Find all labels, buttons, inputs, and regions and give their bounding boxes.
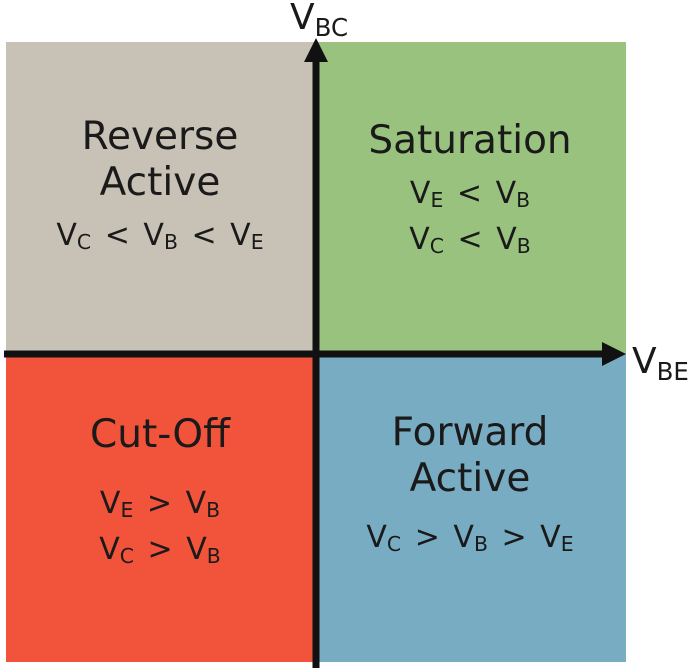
- subscript: E: [120, 498, 134, 523]
- quadrant-title: Cut-Off: [90, 412, 230, 458]
- vertical-axis-label: VBC: [290, 0, 349, 42]
- symbol: V: [409, 222, 430, 257]
- quadrant-title: Saturation: [368, 118, 571, 164]
- subscript: C: [119, 544, 134, 569]
- operator: <: [104, 218, 130, 253]
- subscript: C: [386, 532, 402, 557]
- symbol: V: [409, 176, 431, 211]
- symbol: V: [185, 486, 207, 521]
- operator: <: [456, 176, 483, 211]
- subscript: B: [163, 230, 178, 255]
- subscript: BE: [656, 356, 689, 386]
- subscript: BC: [314, 12, 349, 42]
- title-line: Active: [409, 456, 531, 501]
- operator: >: [501, 520, 527, 555]
- symbol: V: [230, 218, 251, 253]
- horizontal-axis-label: VBE: [632, 341, 689, 386]
- operator: >: [147, 532, 173, 567]
- condition: VC < VB: [409, 218, 531, 264]
- subscript: B: [206, 544, 221, 569]
- symbol: V: [453, 520, 474, 555]
- condition: VC > VB > VE: [366, 516, 573, 562]
- quadrant-reverse-active: Reverse Active VC < VB < VE: [6, 42, 314, 354]
- title-line: Active: [99, 160, 221, 205]
- subscript: B: [516, 188, 531, 213]
- subscript: B: [206, 498, 221, 523]
- symbol: V: [632, 341, 657, 382]
- symbol: V: [495, 176, 517, 211]
- operator: >: [146, 486, 173, 521]
- subscript: E: [560, 532, 574, 557]
- symbol: V: [143, 218, 164, 253]
- title-line: Forward: [391, 410, 549, 455]
- condition: VC < VB < VE: [56, 214, 263, 260]
- subscript: E: [250, 230, 264, 255]
- subscript: E: [430, 188, 444, 213]
- condition: VE < VB: [410, 172, 530, 218]
- vertical-axis-arrowhead: [304, 38, 328, 62]
- symbol: V: [290, 0, 315, 38]
- symbol: V: [540, 520, 561, 555]
- subscript: B: [473, 532, 488, 557]
- title-line: Cut-Off: [90, 412, 230, 457]
- symbol: V: [99, 532, 120, 567]
- title-line: Reverse: [81, 114, 239, 159]
- subscript: C: [76, 230, 92, 255]
- symbol: V: [496, 222, 517, 257]
- subscript: C: [429, 234, 444, 259]
- operator: <: [191, 218, 217, 253]
- quadrant-title: Reverse Active: [82, 114, 239, 206]
- quadrant-forward-active: Forward Active VC > VB > VE: [314, 354, 626, 662]
- quadrant-cutoff: Cut-Off VE > VB VC > VB: [6, 354, 314, 662]
- symbol: V: [99, 486, 121, 521]
- quadrant-title: Forward Active: [392, 410, 549, 502]
- symbol: V: [56, 218, 77, 253]
- title-line: Saturation: [368, 118, 572, 163]
- symbol: V: [186, 532, 207, 567]
- condition: VE > VB: [100, 482, 220, 528]
- operator: <: [457, 222, 483, 257]
- quadrant-saturation: Saturation VE < VB VC < VB: [314, 42, 626, 354]
- condition: VC > VB: [99, 528, 221, 574]
- symbol: V: [366, 520, 387, 555]
- subscript: B: [516, 234, 531, 259]
- horizontal-axis-arrowhead: [602, 342, 626, 366]
- operator: >: [414, 520, 440, 555]
